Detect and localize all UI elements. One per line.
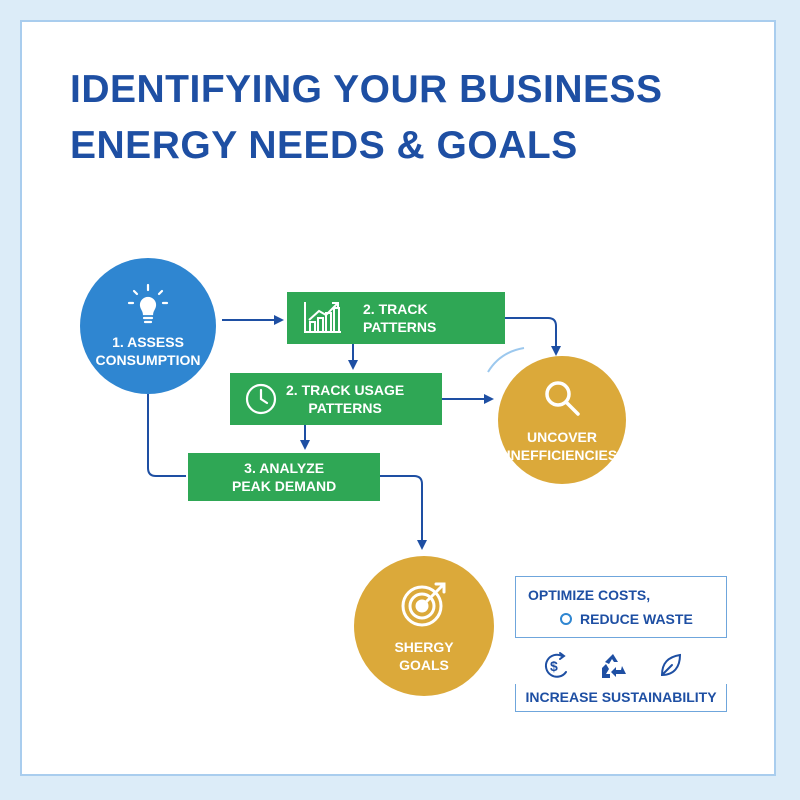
benefit-reduce-waste-row: REDUCE WASTE: [560, 611, 693, 627]
node-track-usage-label: 2. TRACK USAGE PATTERNS: [286, 382, 405, 416]
node-track-usage-patterns: 2. TRACK USAGE PATTERNS: [230, 373, 442, 425]
swoosh-arc: [487, 347, 525, 373]
node-track-patterns-label: 2. TRACK PATTERNS: [363, 301, 437, 335]
bullet-ring-icon: [560, 613, 572, 625]
magnifier-icon: [545, 381, 580, 416]
dollar-cycle-icon: $: [545, 652, 567, 678]
clock-icon: [245, 383, 277, 415]
node-analyze-peak-demand: 3. ANALYZE PEAK DEMAND: [188, 453, 380, 501]
lightbulb-icon: [127, 283, 169, 324]
title-line-2: ENERGY NEEDS & GOALS: [70, 124, 578, 167]
chart-icon: [304, 302, 341, 333]
benefits-box-sustainability: INCREASE SUSTAINABILITY: [515, 684, 727, 712]
benefit-reduce-waste: REDUCE WASTE: [580, 611, 693, 627]
benefits-box-costs: OPTIMIZE COSTS, REDUCE WASTE: [515, 576, 727, 638]
target-icon: [401, 582, 446, 627]
arrow-analyze-to-goals: [380, 475, 427, 550]
title-line-1: IDENTIFYING YOUR BUSINESS: [70, 68, 663, 111]
page-title: IDENTIFYING YOUR BUSINESS ENERGY NEEDS &…: [70, 62, 663, 174]
node-goals-label: SHERGY GOALS: [394, 639, 454, 673]
node-uncover-label: UNCOVER INEFFICIENCIES: [506, 429, 618, 463]
arrow-assess-to-analyze: [147, 394, 186, 477]
svg-text:$: $: [550, 658, 558, 674]
node-track-patterns: 2. TRACK PATTERNS: [287, 292, 505, 344]
node-analyze-label: 3. ANALYZE PEAK DEMAND: [232, 460, 337, 494]
recycle-icon: [602, 654, 626, 678]
benefit-increase-sustainability: INCREASE SUSTAINABILITY: [525, 689, 717, 705]
leaf-icon: [660, 653, 682, 677]
arrow-track-to-uncover: [505, 317, 561, 356]
node-assess-consumption: 1. ASSESS CONSUMPTION: [80, 258, 216, 394]
benefit-optimize-costs: OPTIMIZE COSTS,: [528, 587, 651, 603]
benefit-icons: $: [545, 652, 682, 678]
node-assess-label: 1. ASSESS CONSUMPTION: [95, 334, 201, 368]
node-uncover-inefficiencies: UNCOVER INEFFICIENCIES: [498, 356, 626, 484]
node-shergy-goals: SHERGY GOALS: [354, 556, 494, 696]
